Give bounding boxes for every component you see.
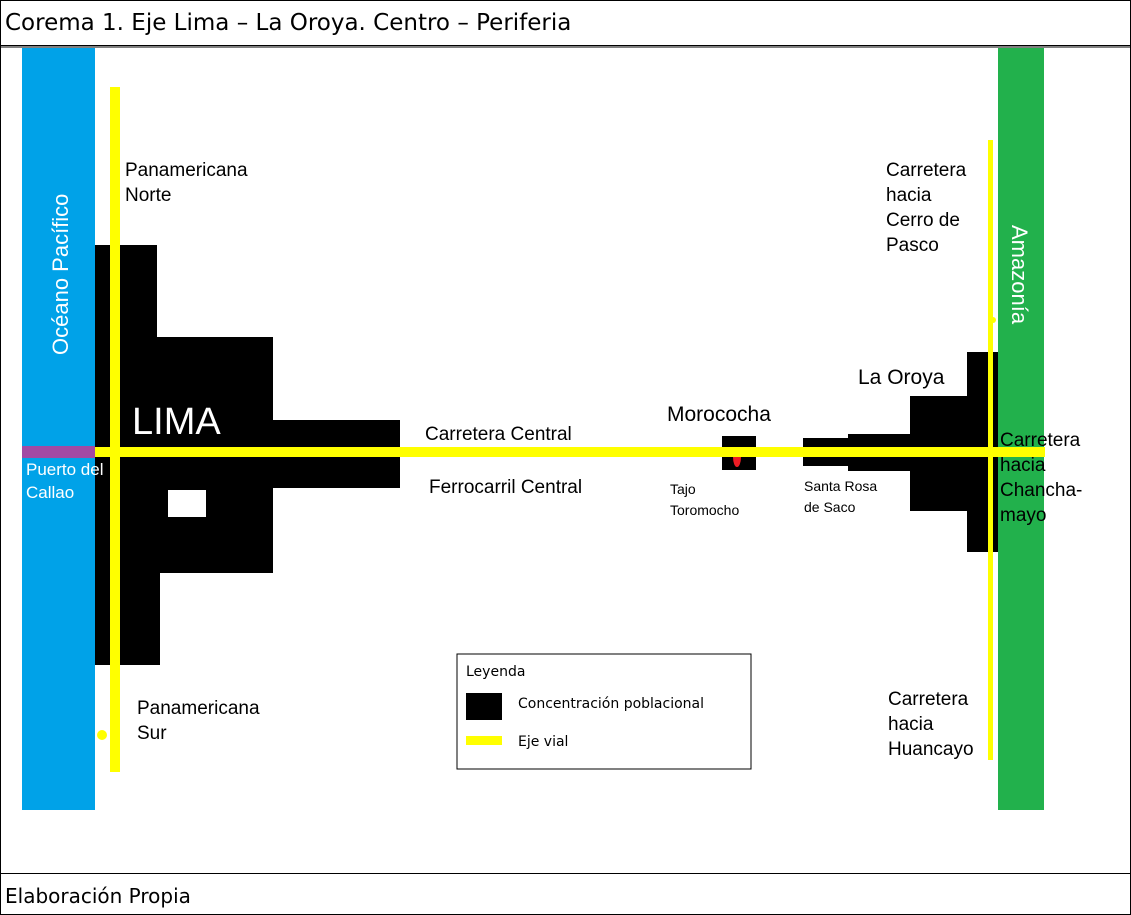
ocean-strip <box>22 48 95 810</box>
ferrocarril-central-label: Ferrocarril Central <box>429 477 582 498</box>
santa-rosa-label-1: Santa Rosa <box>804 478 877 494</box>
lima-gap <box>168 490 206 517</box>
chanchamayo-label-3: Chancha- <box>1000 480 1082 501</box>
legend-road-swatch <box>466 736 502 745</box>
legend: Leyenda Concentración poblacional Eje vi… <box>456 653 752 770</box>
chanchamayo-label-4: mayo <box>1000 505 1046 526</box>
huancayo-label-1: Carretera <box>888 689 969 710</box>
puerto-callao-bar <box>22 446 95 458</box>
cerro-pasco-label-1: Carretera <box>886 160 967 181</box>
huancayo-label-3: Huancayo <box>888 739 974 760</box>
figure-title: Corema 1. Eje Lima – La Oroya. Centro – … <box>5 10 572 36</box>
puerto-callao-label-2: Callao <box>26 483 74 502</box>
puerto-callao-label-1: Puerto del <box>26 460 104 479</box>
carretera-central-road <box>95 447 1045 457</box>
cerro-pasco-label-2: hacia <box>886 185 932 206</box>
carretera-central-label: Carretera Central <box>425 424 572 445</box>
panamericana-norte-label-2: Norte <box>125 185 171 206</box>
tajo-toromocho-label-1: Tajo <box>670 481 696 497</box>
north-south-road <box>988 140 993 760</box>
cerro-pasco-label-3: Cerro de <box>886 210 960 231</box>
ocean-label: Océano Pacífico <box>48 194 73 355</box>
road-dot <box>990 317 996 323</box>
lima-label: LIMA <box>132 401 221 443</box>
panamericana-sur-label-2: Sur <box>137 723 167 744</box>
footer-credit: Elaboración Propia <box>5 884 191 908</box>
morococha-label: Morococha <box>667 403 771 426</box>
footer-row: Elaboración Propia <box>0 873 1131 915</box>
chanchamayo-label-2: hacia <box>1000 455 1046 476</box>
amazon-strip <box>998 48 1044 810</box>
amazon-label: Amazonía <box>1007 225 1032 325</box>
title-row: Corema 1. Eje Lima – La Oroya. Centro – … <box>0 0 1131 46</box>
la-oroya-label: La Oroya <box>858 366 945 389</box>
panamericana-road <box>110 87 120 772</box>
santa-rosa-label-2: de Saco <box>804 499 856 515</box>
chanchamayo-label-1: Carretera <box>1000 430 1081 451</box>
legend-road-label: Eje vial <box>518 734 568 750</box>
huancayo-label-2: hacia <box>888 714 934 735</box>
tajo-toromocho-label-2: Toromocho <box>670 502 739 518</box>
panamericana-sur-label-1: Panamericana <box>137 698 260 719</box>
panamericana-norte-label-1: Panamericana <box>125 160 248 181</box>
legend-box <box>456 653 752 770</box>
legend-title: Leyenda <box>466 664 525 680</box>
cerro-pasco-label-4: Pasco <box>886 235 939 256</box>
legend-population-label: Concentración poblacional <box>518 696 704 712</box>
panamericana-sur-dot <box>97 730 107 740</box>
legend-population-swatch <box>466 693 502 720</box>
